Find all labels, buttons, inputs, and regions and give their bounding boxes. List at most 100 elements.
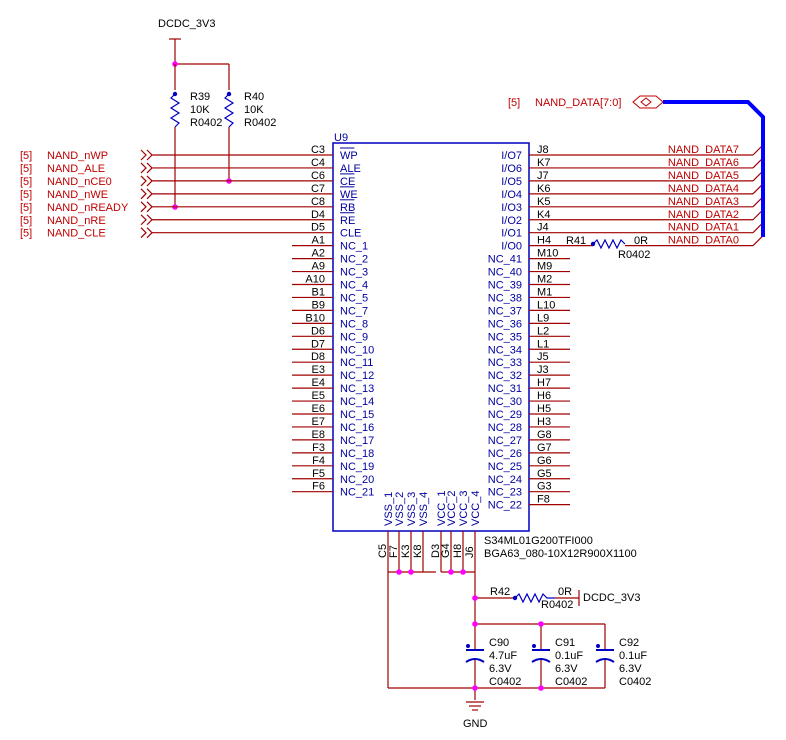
sheet-ref: [5] [20, 150, 32, 162]
ball-label: H5 [537, 403, 551, 415]
pin-name: NC_38 [488, 292, 522, 304]
pin-name: NC_23 [488, 487, 522, 499]
r40-package: R0402 [244, 117, 276, 129]
ball-label: E8 [312, 429, 325, 441]
net-label: NAND_DATA6 [668, 157, 739, 169]
dcdc-3v3-supply: DCDC_3V3 [158, 18, 229, 67]
pin-name: NC_22 [488, 500, 522, 512]
sheet-ref: [5] [20, 189, 32, 201]
ball-label: C7 [311, 183, 325, 195]
ball-label: J5 [537, 351, 549, 363]
net-label: NAND_DATA1 [668, 222, 739, 234]
ball-label: F5 [312, 468, 325, 480]
gnd-label: GND [463, 718, 488, 730]
ball-label: F7 [388, 545, 400, 558]
ball-label: C5 [377, 544, 389, 558]
net-label: NAND_nCE0 [47, 176, 112, 188]
pin-name: RE [340, 215, 355, 227]
ball-label: B9 [312, 299, 325, 311]
ball-label: F4 [312, 455, 325, 467]
ball-label: H8 [452, 544, 464, 558]
pin-name: VSS_1 [383, 492, 395, 526]
ball-label: C6 [311, 170, 325, 182]
ball-label: J7 [537, 170, 549, 182]
ball-label: E5 [312, 390, 325, 402]
pin-name: NC_8 [340, 318, 368, 330]
ball-label: F8 [537, 494, 550, 506]
pin-name: ALE [340, 163, 361, 175]
ball-label: M2 [537, 274, 552, 286]
pin-name: I/O7 [501, 150, 522, 162]
offsheet-arrow-icon [140, 149, 153, 161]
resistor-r41: R41 0R R0402 [566, 235, 650, 261]
ball-label: M9 [537, 261, 552, 273]
offsheet-arrow-icon [140, 201, 153, 213]
ball-label: M10 [537, 248, 558, 260]
pin-name: NC_25 [488, 461, 522, 473]
ball-label: K6 [537, 183, 550, 195]
ball-label: G5 [537, 468, 552, 480]
pin-name: NC_16 [340, 422, 374, 434]
ball-label: G8 [537, 429, 552, 441]
pin-name: NC_1 [340, 241, 368, 253]
pin-name: I/O6 [501, 163, 522, 175]
ball-label: M1 [537, 286, 552, 298]
ball-label: E3 [312, 364, 325, 376]
pin-name: NC_3 [340, 267, 368, 279]
net-label: NAND_nWP [47, 150, 108, 162]
ball-label: J3 [537, 364, 549, 376]
cap-value: 0.1uF [619, 650, 647, 662]
offsheet-arrow-icon [140, 162, 153, 174]
pin-name: NC_40 [488, 267, 522, 279]
ball-label: J6 [464, 546, 476, 558]
ball-label: G3 [537, 481, 552, 493]
ball-label: D4 [311, 209, 325, 221]
ball-label: D8 [311, 351, 325, 363]
sheet-ref: [5] [20, 202, 32, 214]
bottom-power-pins: C5VSS_1F7VSS_2K3VSS_3K8VSS_4D3VCC_1G4VCC… [377, 491, 482, 572]
pin-name: NC_5 [340, 292, 368, 304]
ball-label: E4 [312, 377, 325, 389]
pin-name: NC_7 [340, 305, 368, 317]
r42-ref: R42 [490, 586, 510, 598]
ball-label: D5 [311, 222, 325, 234]
cap-package: C0402 [489, 676, 521, 688]
cap-voltage: 6.3V [619, 663, 642, 675]
pin-name: NC_29 [488, 409, 522, 421]
pin-name: I/O1 [501, 228, 522, 240]
ball-label: D6 [311, 325, 325, 337]
pin-name: NC_36 [488, 318, 522, 330]
pin-name: NC_26 [488, 448, 522, 460]
pin-name: CE [340, 176, 355, 188]
pin-name: NC_31 [488, 383, 522, 395]
pin-name: NC_10 [340, 344, 374, 356]
r42-package: R0402 [541, 599, 573, 611]
pin-name: NC_32 [488, 370, 522, 382]
ball-label: H4 [537, 235, 551, 247]
cap-voltage: 6.3V [489, 663, 512, 675]
ball-label: E6 [312, 403, 325, 415]
ball-label: L10 [537, 299, 555, 311]
